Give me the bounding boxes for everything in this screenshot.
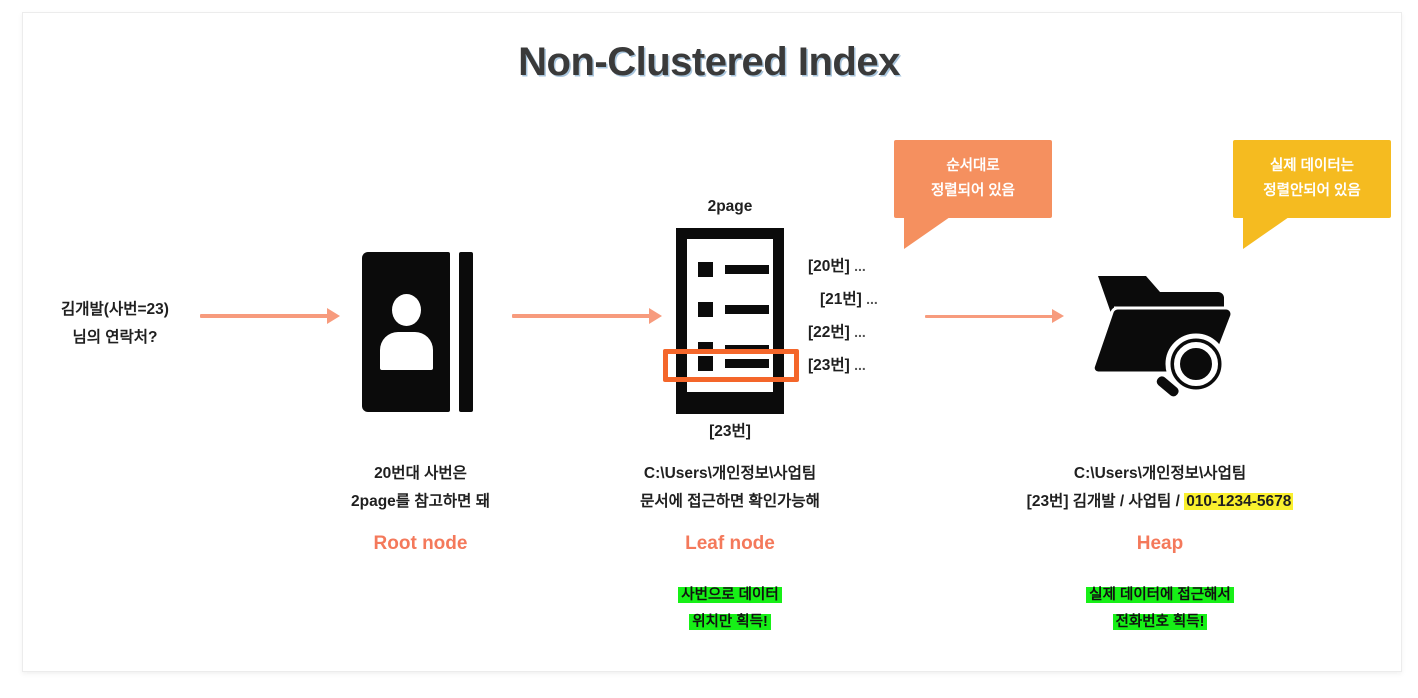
root-node-label: Root node: [373, 533, 468, 554]
callout-sorted-tail: [904, 217, 950, 249]
leaf-node-label: Leaf node: [685, 533, 775, 554]
selected-row-highlight-box: [663, 349, 799, 382]
index-entry-key: [21번]: [820, 291, 862, 308]
index-entry: [20번] ...: [808, 250, 878, 283]
heap-note-line-2: 전화번호 획득!: [1112, 614, 1208, 630]
leaf-note-line-2: 위치만 획득!: [689, 614, 771, 630]
heap-caption-line-1: C:\Users\개인정보\사업팀: [1073, 465, 1247, 482]
index-entry-dots: ...: [854, 357, 866, 373]
document-list-icon: [676, 228, 784, 414]
leaf-caption-line-1: C:\Users\개인정보\사업팀: [643, 465, 817, 482]
index-entry: [21번] ...: [808, 283, 878, 316]
leaf-caption-line-2: 문서에 접근하면 확인가능해: [640, 493, 820, 510]
doc-row-4-bar: [725, 359, 769, 368]
heap-record-row: [23번] 김개발 / 사업팀 / 010-1234-5678: [1000, 488, 1320, 516]
heap-record-prefix: [23번] 김개발 / 사업팀 /: [1026, 493, 1185, 510]
root-caption-line-1: 20번대 사번은: [374, 465, 467, 482]
root-caption-line-2: 2page를 참고하면 돼: [351, 493, 490, 510]
index-entry: [23번] ...: [808, 349, 878, 382]
index-entry-dots: ...: [854, 258, 866, 274]
index-entry-dots: ...: [866, 291, 878, 307]
query-text: 김개발(사번=23) 님의 연락처?: [20, 296, 210, 352]
person-head-shape: [392, 294, 421, 326]
callout-unsorted: 실제 데이터는 정렬안되어 있음: [1233, 140, 1391, 249]
index-entry-key: [20번]: [808, 258, 850, 275]
doc-row-4-square: [698, 356, 713, 371]
heap-record-phone: 010-1234-5678: [1184, 493, 1294, 510]
doc-row-1: [698, 262, 769, 277]
index-entry-list: [20번] ... [21번] ... [22번] ... [23번] ...: [808, 250, 878, 382]
page-title: Non-Clustered Index: [518, 40, 900, 84]
address-book-icon: [362, 252, 474, 412]
page-label: 2page: [707, 198, 753, 215]
callout-sorted-line-1: 순서대로: [946, 158, 1000, 174]
arrow-leaf-to-heap: [925, 308, 1065, 323]
folder-search-icon: [1091, 268, 1240, 408]
heap-note: 실제 데이터에 접근해서 전화번호 획득!: [1000, 583, 1320, 635]
callout-unsorted-tail: [1243, 217, 1289, 249]
root-caption: 20번대 사번은 2page를 참고하면 돼: [308, 460, 533, 516]
book-spine: [459, 252, 473, 412]
leaf-entry-key: [23번]: [709, 423, 751, 440]
heap-node-label: Heap: [1136, 533, 1184, 554]
leaf-note: 사번으로 데이터 위치만 획득!: [620, 583, 840, 635]
heap-note-line-1: 실제 데이터에 접근해서: [1086, 587, 1234, 603]
index-entry-dots: ...: [854, 324, 866, 340]
callout-sorted-line-2: 정렬되어 있음: [930, 183, 1016, 199]
callout-unsorted-line-1: 실제 데이터는: [1269, 158, 1355, 174]
index-entry: [22번] ...: [808, 316, 878, 349]
query-line-1: 김개발(사번=23): [61, 301, 169, 318]
index-entry-key: [22번]: [808, 324, 850, 341]
leaf-note-line-1: 사번으로 데이터: [678, 587, 782, 603]
query-line-2: 님의 연락처?: [72, 329, 158, 346]
arrow-query-to-root: [200, 308, 340, 324]
index-entry-key: [23번]: [808, 357, 850, 374]
arrow-root-to-leaf: [512, 308, 662, 324]
callout-sorted: 순서대로 정렬되어 있음: [894, 140, 1052, 249]
person-body-shape: [380, 332, 433, 370]
callout-unsorted-line-2: 정렬안되어 있음: [1263, 183, 1361, 199]
doc-row-2: [698, 302, 769, 317]
leaf-caption: C:\Users\개인정보\사업팀 문서에 접근하면 확인가능해: [620, 460, 840, 516]
